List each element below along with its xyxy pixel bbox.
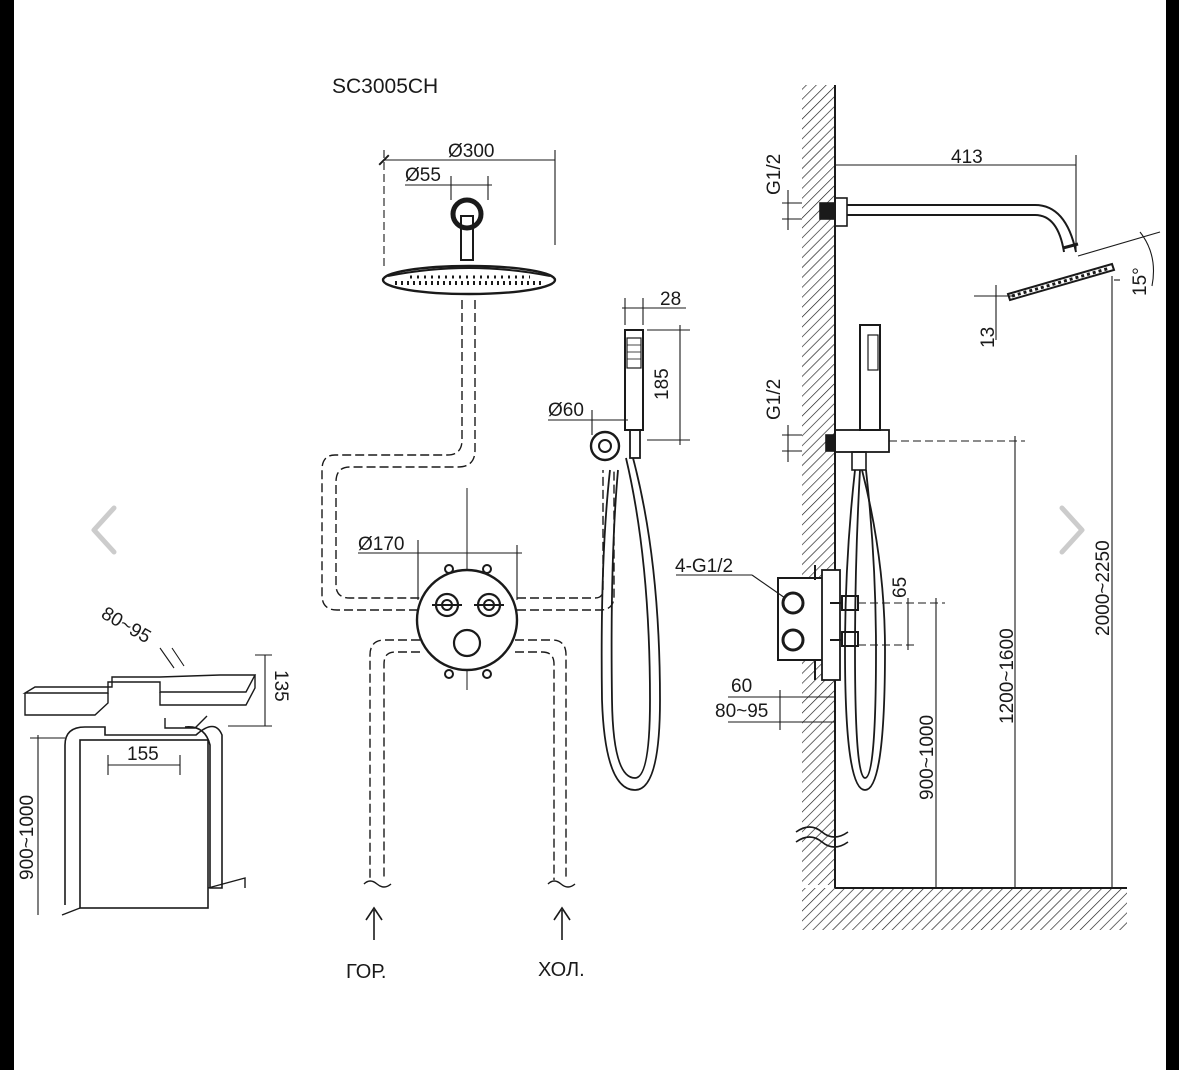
thread-top-label: G1/2 [764,154,785,195]
valve-depth-side-label: 80~95 [715,701,768,722]
head-diameter-label: Ø300 [448,141,494,162]
niche-depth-label: 80~95 [98,603,155,648]
head-thickness-label: 13 [978,327,999,348]
cold-label: ХОЛ. [538,959,585,981]
hot-label: ГОР. [346,961,386,983]
chevron-right-icon [1059,505,1085,555]
holder-diameter-label: Ø60 [548,400,584,421]
niche-width-label: 155 [127,744,159,765]
next-image-button[interactable] [1052,500,1092,560]
chevron-left-icon [91,505,117,555]
front-view [321,150,690,940]
model-title: SC3005CH [332,75,438,98]
plate-diameter-label: Ø170 [358,534,404,555]
technical-drawing: SC3005CH [17,75,1161,983]
head-height-label: 2000~2250 [1093,540,1114,636]
valve-spacing-label: 65 [890,577,911,598]
valve-offset-label: 60 [731,676,752,697]
thread-holder-label: G1/2 [764,379,785,420]
angle-label: 15° [1130,267,1151,296]
niche-view [22,647,272,916]
previous-image-button[interactable] [84,500,124,560]
arm-length-label: 413 [951,147,983,168]
holder-height-label: 1200~1600 [997,628,1018,724]
niche-height-label: 900~1000 [17,795,38,880]
hand-length-label: 185 [652,368,673,400]
side-view [676,85,1161,930]
valve-height-side-label: 900~1000 [917,715,938,800]
valve-threads-label: 4-G1/2 [675,556,733,577]
hand-width-label: 28 [660,289,681,310]
arm-diameter-label: Ø55 [405,165,441,186]
drawing-frame: SC3005CH [14,0,1166,1070]
niche-side-label: 135 [270,670,291,702]
